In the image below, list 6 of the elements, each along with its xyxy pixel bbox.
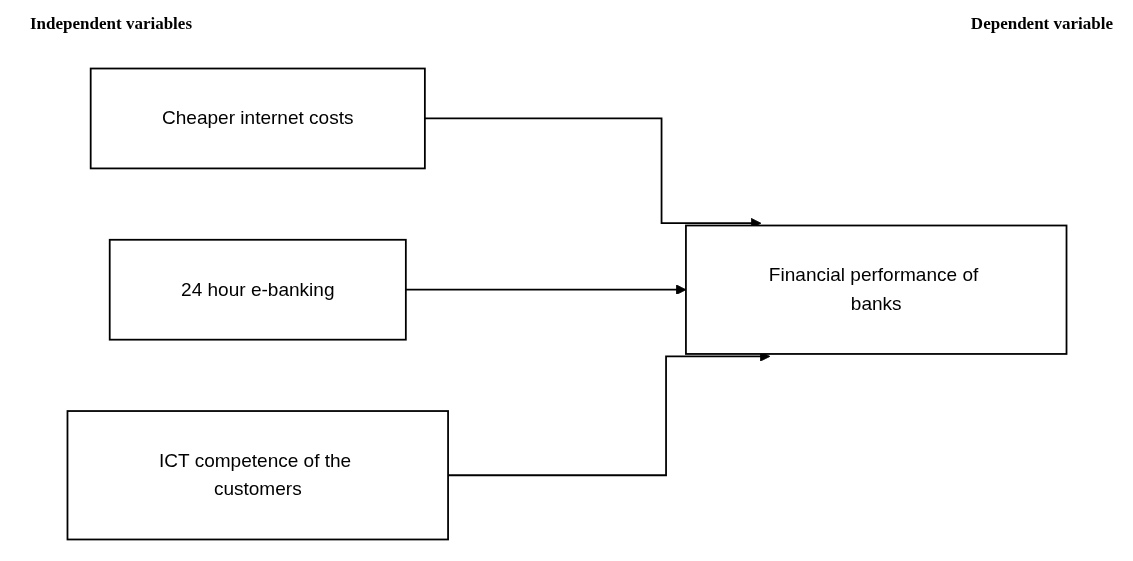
node-box: ICT competence of the customers [66,410,449,541]
node-box: 24 hour e-banking [108,238,407,341]
column-heading: Dependent variable [970,14,1113,35]
column-heading: Independent variables [30,14,192,35]
node-box: Financial performance of banks [684,224,1067,355]
node-box: Cheaper internet costs [89,67,426,170]
